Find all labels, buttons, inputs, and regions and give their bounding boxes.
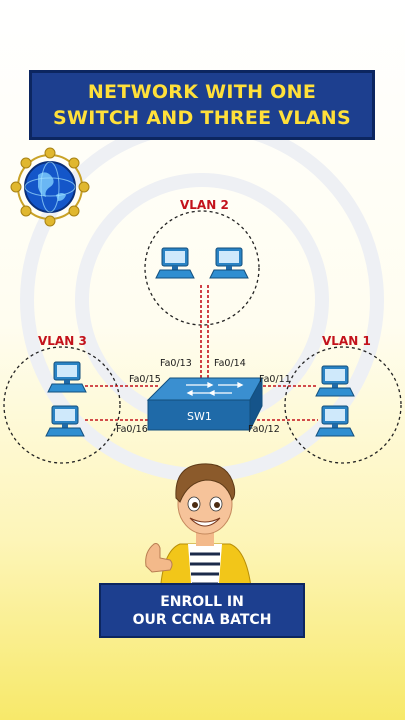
switch-icon: SW1 <box>146 377 263 431</box>
enroll-button[interactable]: ENROLL IN OUR CCNA BATCH <box>99 583 305 638</box>
port-label: Fa0/11 <box>259 374 291 385</box>
title-line-1: NETWORK WITH ONE <box>87 81 317 103</box>
pc-icon <box>155 247 195 279</box>
vlan2-label: VLAN 2 <box>180 198 229 212</box>
enroll-line-2: OUR CCNA BATCH <box>132 611 272 628</box>
vlan1-label: VLAN 1 <box>322 334 371 348</box>
pc-icon <box>47 361 87 393</box>
port-label: Fa0/12 <box>248 424 280 435</box>
enroll-line-1: ENROLL IN <box>160 593 244 610</box>
vlan3-label: VLAN 3 <box>38 334 87 348</box>
port-label: Fa0/15 <box>129 374 161 385</box>
vlan2-boundary <box>144 210 260 326</box>
vlan1-boundary <box>284 346 402 464</box>
pc-icon <box>209 247 249 279</box>
mascot-illustration <box>145 463 253 596</box>
port-label: Fa0/14 <box>214 358 246 369</box>
page-title: NETWORK WITH ONE SWITCH AND THREE VLANS <box>29 70 375 140</box>
pc-icon <box>45 405 85 437</box>
globe-network-icon <box>10 147 90 227</box>
pc-icon <box>315 365 355 397</box>
title-line-2: SWITCH AND THREE VLANS <box>53 107 351 129</box>
vlan3-boundary <box>3 346 121 464</box>
switch-label: SW1 <box>187 410 212 423</box>
port-label: Fa0/13 <box>160 358 192 369</box>
port-label: Fa0/16 <box>116 424 148 435</box>
pc-icon <box>315 405 355 437</box>
